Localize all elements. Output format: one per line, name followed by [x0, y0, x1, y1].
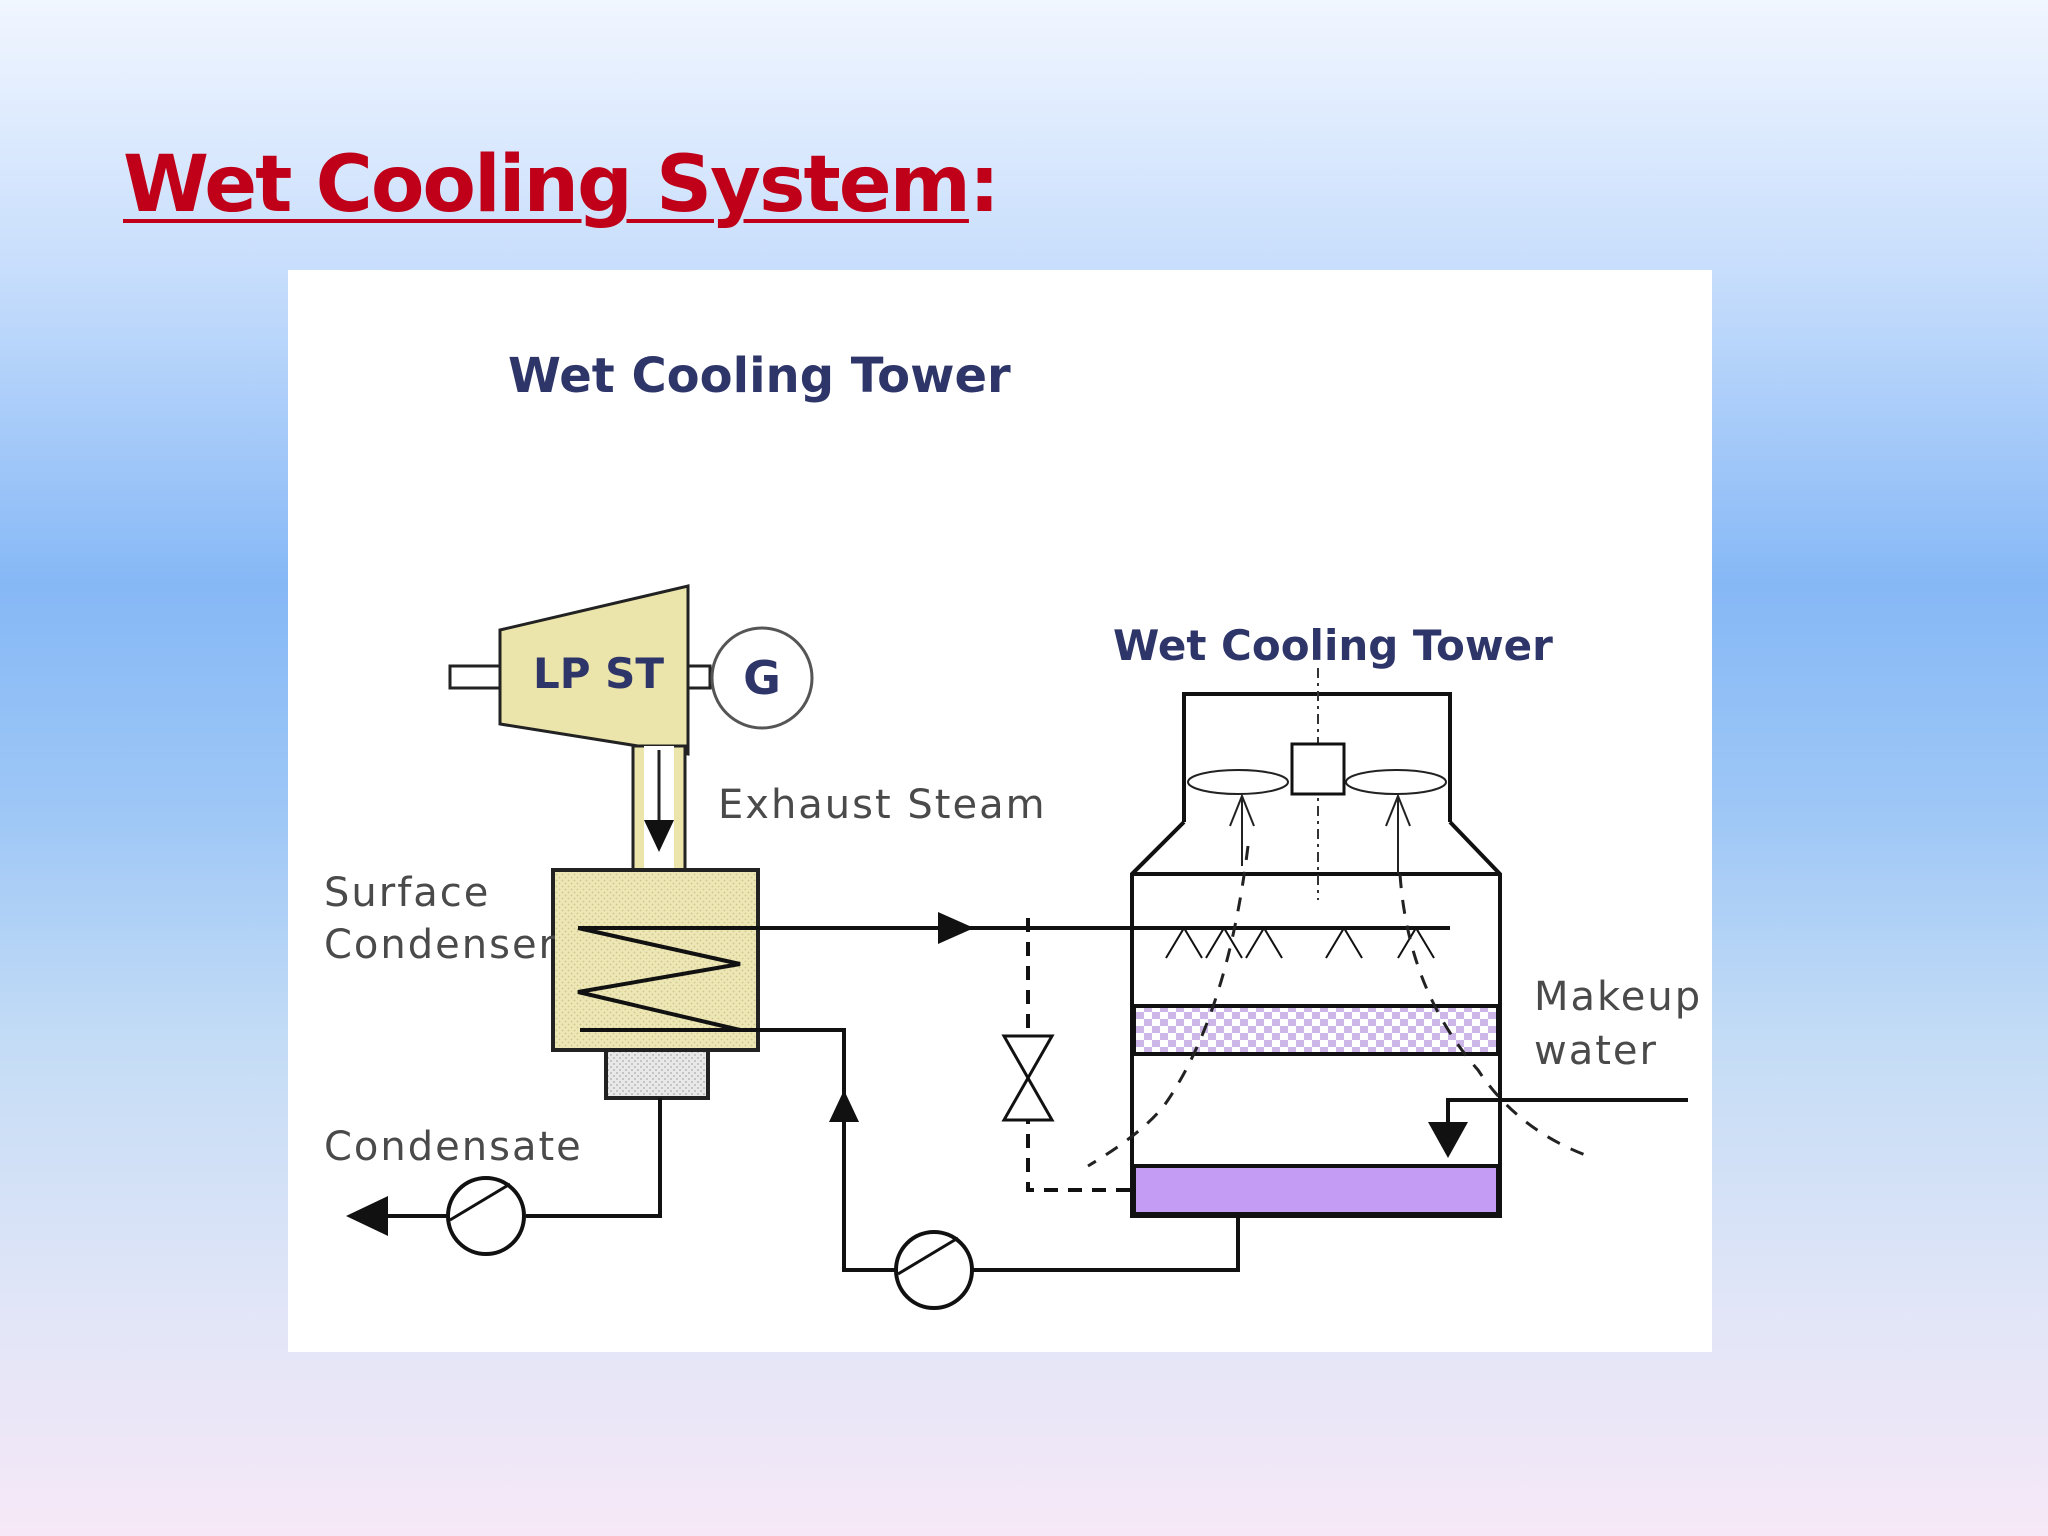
diagram-panel: Wet Cooling Tower Wet Cooling Tower LP S… [288, 270, 1712, 1352]
fan-motor [1290, 742, 1346, 796]
hotwell-box [604, 1048, 710, 1100]
condensate-outlet-arrow [346, 1196, 388, 1236]
fan-blade-right [1345, 769, 1447, 795]
condensate-pump-symbol [449, 1182, 511, 1222]
slide-title-colon: : [968, 140, 1000, 230]
makeup-label-line1: Makeup [1534, 974, 1702, 1020]
exhaust-flow-arrow [644, 820, 674, 852]
slide-title: Wet Cooling System: [123, 140, 1000, 230]
exhaust-steam-label: Exhaust Steam [718, 782, 1047, 828]
slide-title-text: Wet Cooling System [123, 140, 971, 230]
wet-cooling-diagram: Wet Cooling Tower Wet Cooling Tower LP S… [324, 348, 1702, 1310]
condenser-label-line2: Condenser [324, 922, 557, 968]
hot-water-arrow [938, 912, 974, 944]
spray-nozzle-4 [1397, 926, 1435, 959]
diagram-heading: Wet Cooling Tower [508, 348, 1011, 404]
lp-steam-turbine [498, 584, 690, 756]
cold-water-return-line [580, 1028, 904, 1272]
cooling-tower-label: Wet Cooling Tower [1113, 621, 1553, 670]
makeup-water-line [1446, 1098, 1688, 1132]
basin-outlet-line [972, 1216, 1240, 1272]
generator-label: G [743, 651, 781, 705]
turbine-shaft-left [448, 664, 502, 690]
air-path-right [1398, 873, 1589, 1158]
turbine-label: LP ST [533, 649, 664, 698]
airflow-up-left-head [1229, 793, 1255, 827]
makeup-water-arrow [1428, 1122, 1468, 1158]
air-path-left [1087, 845, 1250, 1168]
makeup-label-line2: water [1534, 1028, 1658, 1074]
condensate-label: Condensate [324, 1124, 583, 1170]
condensate-line [526, 1098, 662, 1218]
return-flow-arrow [829, 1090, 859, 1122]
airflow-up-right-head [1385, 793, 1411, 827]
blowdown-line [1026, 918, 1132, 1192]
spray-nozzle-3 [1325, 926, 1363, 959]
spray-nozzle-2 [1245, 926, 1283, 959]
tower-fill-pack [1132, 1004, 1500, 1056]
blowdown-valve-bottom [1001, 1074, 1055, 1122]
condenser-label-line1: Surface [324, 870, 490, 916]
spray-nozzle-1 [1165, 926, 1243, 959]
fan-blade-left [1187, 769, 1289, 795]
tower-basin [1132, 1164, 1500, 1216]
blowdown-valve-top [1001, 1034, 1055, 1082]
generator [710, 626, 814, 730]
circulating-pump-symbol [897, 1236, 959, 1276]
turbine-coupling [686, 664, 712, 690]
